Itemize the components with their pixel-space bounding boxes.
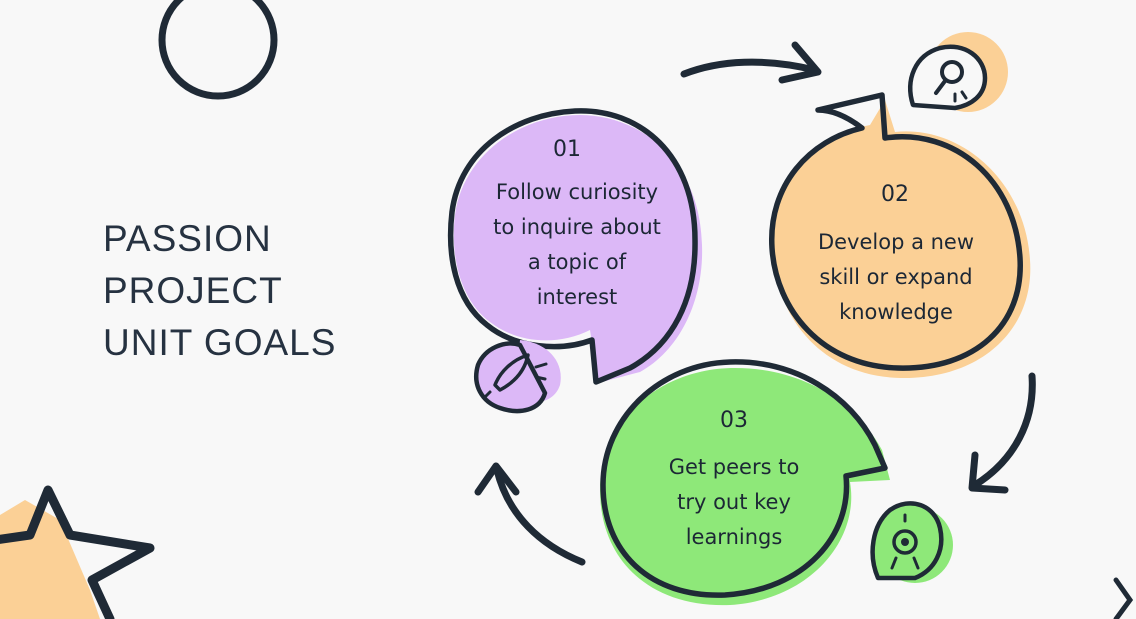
decor-circle xyxy=(158,0,278,100)
goal-description: Develop a new skill or expand knowledge xyxy=(796,225,996,330)
arrow-02-to-03 xyxy=(968,372,1036,494)
goal-description: Follow curiosity to inquire about a topi… xyxy=(477,175,677,315)
goal-line: try out key xyxy=(677,490,791,514)
title-line-3: UNIT GOALS xyxy=(103,322,337,363)
goal-description: Get peers to try out key learnings xyxy=(634,450,834,555)
arrow-03-to-01 xyxy=(474,462,586,566)
decor-corner-mark xyxy=(1113,577,1134,619)
title-line-2: PROJECT xyxy=(103,270,283,311)
decor-star xyxy=(0,485,155,619)
magnifier-icon xyxy=(908,32,1008,112)
goal-line: knowledge xyxy=(839,300,953,324)
target-icon xyxy=(870,501,953,583)
goal-line: a topic of xyxy=(527,250,627,274)
goal-bubble-03 xyxy=(600,359,890,606)
goal-line: learnings xyxy=(685,525,783,549)
goal-line: interest xyxy=(536,285,618,309)
goal-line: Follow curiosity xyxy=(495,180,659,204)
goal-line: Develop a new xyxy=(817,230,975,254)
rocket-icon xyxy=(474,340,561,414)
goal-bubble-01 xyxy=(447,108,703,385)
goal-line: skill or expand xyxy=(819,265,973,289)
goal-line: Get peers to xyxy=(668,455,800,479)
goal-bubble-02 xyxy=(769,92,1031,379)
arrow-01-to-02 xyxy=(680,41,822,84)
goal-line: to inquire about xyxy=(493,215,661,239)
title-line-1: PASSION xyxy=(103,218,272,259)
goal-number: 02 xyxy=(881,182,909,207)
goal-number: 03 xyxy=(720,408,748,433)
goal-number: 01 xyxy=(553,137,581,162)
